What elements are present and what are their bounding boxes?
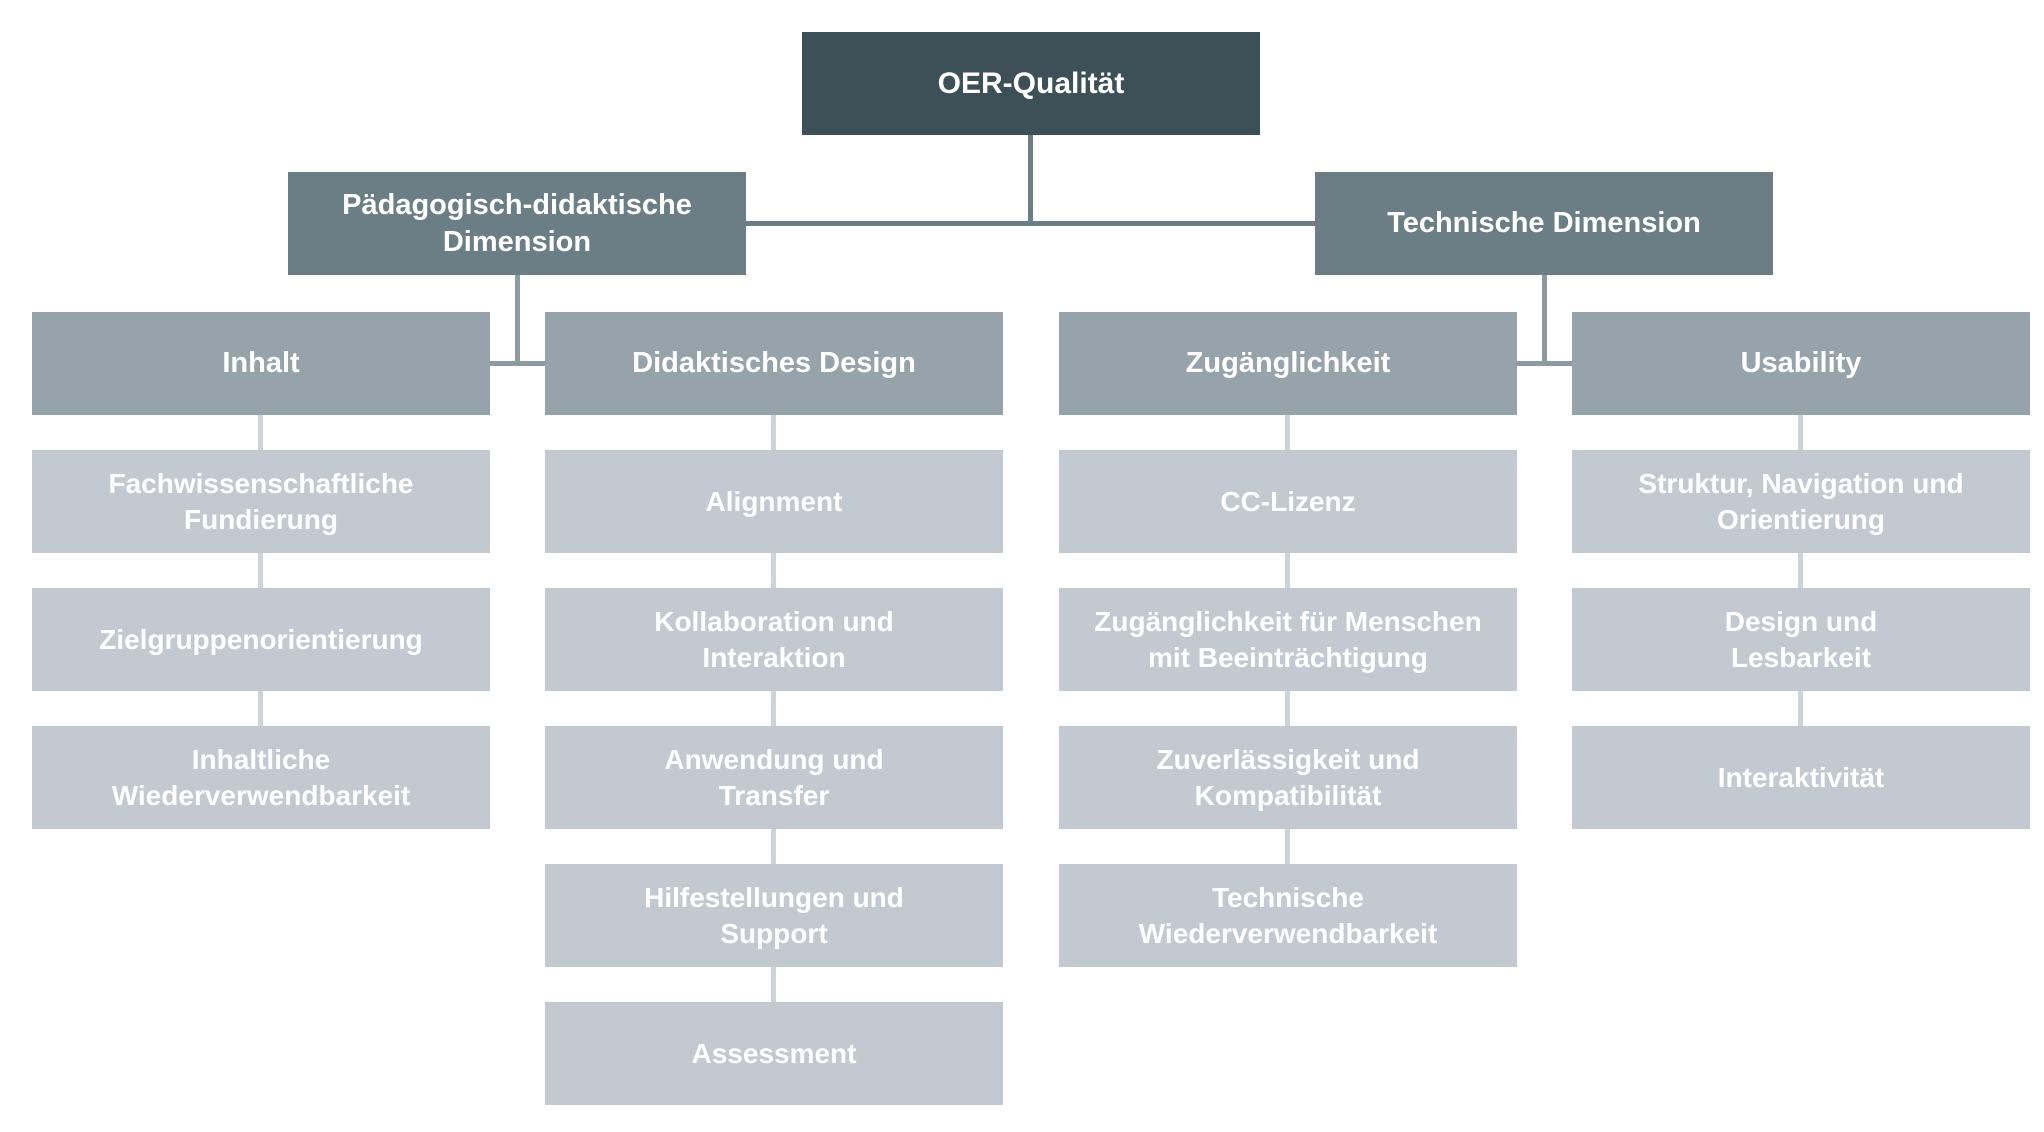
connector-col3-0 <box>1285 415 1290 450</box>
connector-root-vertical <box>1028 135 1033 226</box>
node-inhalt: Inhalt <box>32 312 490 415</box>
connector-col1-0 <box>258 415 263 450</box>
connector-col2-2 <box>771 691 776 726</box>
connector-col3-2 <box>1285 691 1290 726</box>
node-zuverlaessigkeit-und-kompatibilitaet: Zuverlässigkeit und Kompatibilität <box>1059 726 1517 829</box>
node-paedagogisch-didaktische-dimension: Pädagogisch-didaktische Dimension <box>288 172 746 275</box>
node-fachwissenschaftliche-fundierung: Fachwissenschaftliche Fundierung <box>32 450 490 553</box>
connector-col2-4 <box>771 967 776 1002</box>
connector-col2-1 <box>771 553 776 588</box>
connector-col3-1 <box>1285 553 1290 588</box>
connector-col4-0 <box>1798 415 1803 450</box>
node-technische-wiederverwendbarkeit: Technische Wiederverwendbarkeit <box>1059 864 1517 967</box>
connector-col3-3 <box>1285 829 1290 864</box>
node-oer-qualitaet: OER-Qualität <box>802 32 1260 135</box>
node-zugaenglichkeit: Zugänglichkeit <box>1059 312 1517 415</box>
connector-col1-2 <box>258 691 263 726</box>
connector-col4-2 <box>1798 691 1803 726</box>
node-assessment: Assessment <box>545 1002 1003 1105</box>
node-alignment: Alignment <box>545 450 1003 553</box>
connector-dim2-bridge <box>1517 361 1572 366</box>
node-anwendung-und-transfer: Anwendung und Transfer <box>545 726 1003 829</box>
node-usability: Usability <box>1572 312 2030 415</box>
node-technische-dimension: Technische Dimension <box>1315 172 1773 275</box>
node-hilfestellungen-und-support: Hilfestellungen und Support <box>545 864 1003 967</box>
connector-root-horizontal <box>746 221 1316 226</box>
connector-col1-1 <box>258 553 263 588</box>
connector-col4-1 <box>1798 553 1803 588</box>
node-struktur-navigation-orientierung: Struktur, Navigation und Orientierung <box>1572 450 2030 553</box>
node-kollaboration-und-interaktion: Kollaboration und Interaktion <box>545 588 1003 691</box>
node-design-und-lesbarkeit: Design und Lesbarkeit <box>1572 588 2030 691</box>
node-zugaenglichkeit-fuer-menschen: Zugänglichkeit für Menschen mit Beeinträ… <box>1059 588 1517 691</box>
node-didaktisches-design: Didaktisches Design <box>545 312 1003 415</box>
connector-dim2-vertical <box>1542 275 1547 366</box>
node-inhaltliche-wiederverwendbarkeit: Inhaltliche Wiederverwendbarkeit <box>32 726 490 829</box>
connector-col2-3 <box>771 829 776 864</box>
connector-col2-0 <box>771 415 776 450</box>
node-cc-lizenz: CC-Lizenz <box>1059 450 1517 553</box>
connector-dim1-vertical <box>515 275 520 366</box>
node-zielgruppenorientierung: Zielgruppenorientierung <box>32 588 490 691</box>
node-interaktivitaet: Interaktivität <box>1572 726 2030 829</box>
connector-dim1-bridge <box>490 361 545 366</box>
